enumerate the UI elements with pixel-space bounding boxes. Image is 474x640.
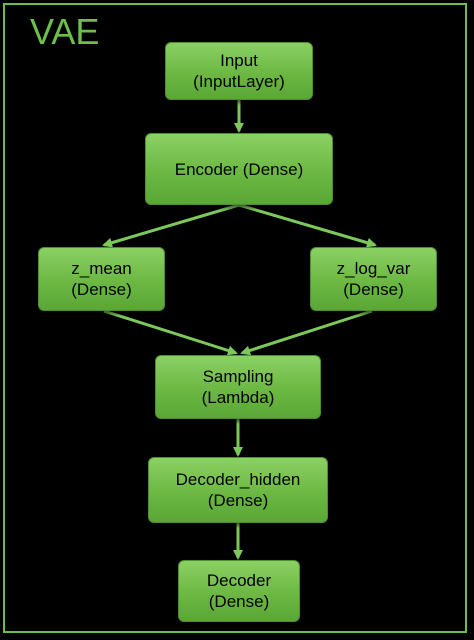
edge-encoder-z-log-var <box>238 203 377 248</box>
node-z-log-var-name: z_log_var <box>336 259 411 278</box>
diagram-frame <box>3 3 467 633</box>
node-encoder: Encoder (Dense) <box>145 133 333 205</box>
node-decoder-hidden-type: (Dense) <box>207 491 269 510</box>
node-decoder-hidden-name: Decoder_hidden <box>175 470 301 489</box>
node-z-mean-type: (Dense) <box>71 280 132 299</box>
node-decoder-type: (Dense) <box>208 592 270 611</box>
node-encoder-label: Encoder (Dense) <box>174 159 304 179</box>
node-input: Input (InputLayer) <box>165 42 313 100</box>
diagram-title: VAE <box>30 11 100 52</box>
node-sampling: Sampling (Lambda) <box>155 355 321 419</box>
edge-z-log-var-sampling <box>240 309 373 356</box>
node-input-type: (InputLayer) <box>193 72 285 91</box>
node-z-log-var: z_log_var (Dense) <box>310 247 437 311</box>
node-decoder: Decoder (Dense) <box>178 560 300 622</box>
node-z-mean: z_mean (Dense) <box>38 247 165 311</box>
node-input-name: Input <box>220 51 258 70</box>
node-decoder-hidden: Decoder_hidden (Dense) <box>148 457 328 523</box>
edge-z-mean-sampling <box>103 309 238 356</box>
node-decoder-name: Decoder <box>206 571 272 590</box>
edge-encoder-z-mean <box>102 203 240 248</box>
node-sampling-type: (Lambda) <box>201 388 275 407</box>
node-sampling-name: Sampling <box>202 367 274 386</box>
node-z-mean-name: z_mean <box>71 259 132 278</box>
node-z-log-var-type: (Dense) <box>343 280 404 299</box>
